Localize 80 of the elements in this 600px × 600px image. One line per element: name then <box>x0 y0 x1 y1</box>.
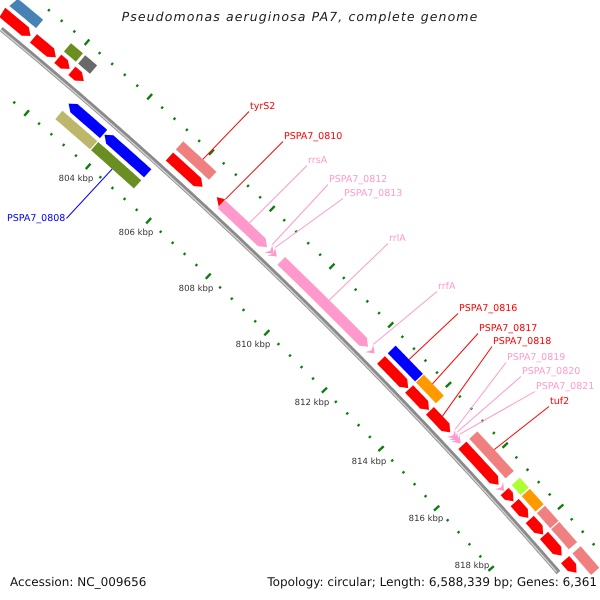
gene-block <box>68 66 84 81</box>
gene-label: rrfA <box>438 280 456 292</box>
gene-block <box>426 407 450 432</box>
gene-bar <box>78 55 98 74</box>
gene-bar <box>176 141 216 180</box>
gene-bar <box>551 522 578 550</box>
gene-block <box>54 54 70 69</box>
scale-label: 808 kbp <box>178 284 214 294</box>
leader-line <box>494 406 550 450</box>
leader-line <box>456 376 522 432</box>
gene-block <box>500 488 514 502</box>
gene-label: PSPA7_0820 <box>522 366 580 378</box>
gene-block <box>68 104 108 138</box>
gene-label: rrlA <box>389 232 406 244</box>
gene-block <box>405 385 429 410</box>
gene-bar <box>64 43 83 62</box>
gene-marker <box>216 197 226 206</box>
gene-label: tyrS2 <box>250 100 276 112</box>
gene-marker <box>495 482 504 491</box>
gene-label: PSPA7_0819 <box>507 352 566 364</box>
gene-block <box>277 256 368 347</box>
leader-line <box>442 346 492 417</box>
gene-block <box>166 152 203 187</box>
gene-label: PSPA7_0817 <box>479 322 538 334</box>
gene-block <box>377 356 408 388</box>
gene-marker <box>366 344 375 354</box>
leader-line <box>225 141 284 200</box>
leader-line <box>274 198 344 248</box>
map-title: Pseudomonas aeruginosa PA7, complete genome <box>122 9 478 24</box>
gene-label: PSPA7_0816 <box>459 302 518 314</box>
gene-block <box>458 442 499 485</box>
gene-label: PSPA7_0813 <box>344 188 402 200</box>
scale-label: 806 kbp <box>118 228 154 238</box>
gene-marker <box>268 248 277 257</box>
leader-line <box>372 291 438 345</box>
gene-block <box>526 516 544 534</box>
gene-label: tuf2 <box>550 396 570 408</box>
gene-label: rrsA <box>308 154 328 166</box>
leader-line <box>202 111 250 160</box>
gene-bar <box>536 506 558 528</box>
gene-block <box>540 532 562 556</box>
gene-bar <box>9 0 44 28</box>
leader-line <box>408 313 458 360</box>
gene-bar <box>388 346 423 382</box>
gene-label: PSPA7_0810 <box>284 130 342 142</box>
gene-marker <box>264 244 274 254</box>
scale-label: 812 kbp <box>294 398 330 408</box>
gene-block <box>30 34 56 58</box>
scale-label: 818 kbp <box>454 561 490 571</box>
gene-bar <box>416 374 444 404</box>
gene-label: PSPA7_0808 <box>7 212 66 224</box>
leader-line <box>454 362 506 430</box>
gene-bar <box>512 478 529 495</box>
gene-bar <box>91 142 142 188</box>
gene-block <box>218 200 267 248</box>
gene-marker <box>452 434 461 444</box>
leader-line <box>328 243 388 301</box>
leader-line <box>459 391 536 435</box>
gene-bar <box>522 488 544 512</box>
gene-label: PSPA7_0821 <box>536 380 594 392</box>
gene-bar <box>572 546 600 575</box>
footer-text: Accession: NC_009656 <box>10 575 146 589</box>
gene-marker <box>447 430 456 439</box>
scale-label: 804 kbp <box>58 174 94 184</box>
gene-block <box>561 556 576 573</box>
gene-bar <box>55 110 98 150</box>
scale-label: 814 kbp <box>352 457 386 467</box>
scale-label: 810 kbp <box>236 340 270 350</box>
leader-line <box>272 184 328 246</box>
scale-label: 816 kbp <box>408 514 444 524</box>
leader-line <box>248 165 308 224</box>
gene-label: PSPA7_0812 <box>329 174 388 186</box>
gene-label: PSPA7_0818 <box>493 336 552 348</box>
gene-bar <box>469 431 514 478</box>
gene-marker <box>449 432 458 442</box>
gene-block <box>510 498 528 518</box>
gene-block <box>104 134 152 178</box>
gene-block <box>0 8 31 36</box>
footer-text: Topology: circular; Length: 6,588,339 bp; Genes: 6,361 <box>267 575 597 589</box>
leader-line <box>432 333 478 384</box>
